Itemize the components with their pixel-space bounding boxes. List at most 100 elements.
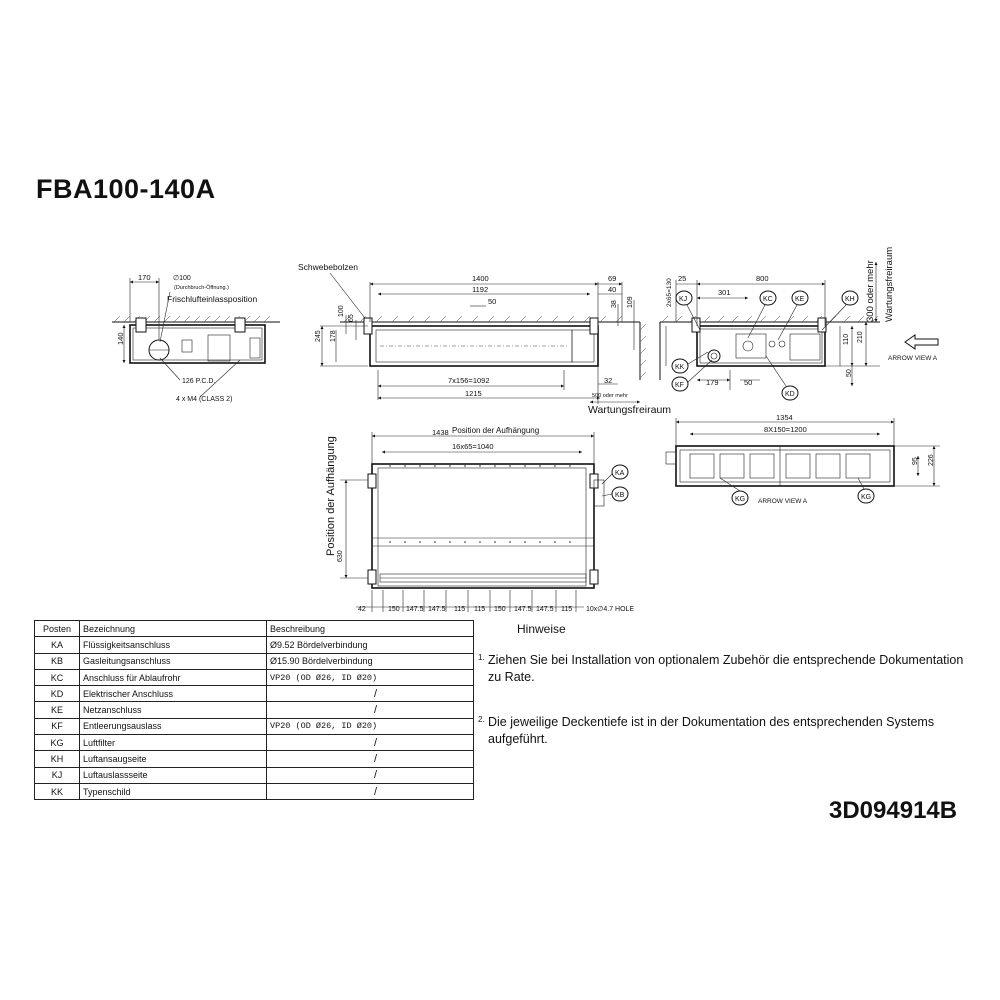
table-row: KA Flüssigkeitsanschluss Ø9.52 Bördelver…: [34, 636, 474, 654]
row-name: Elektrischer Anschluss: [79, 685, 267, 703]
front-view: Schwebebolzen 140: [298, 262, 671, 416]
dim-65: 65: [348, 314, 355, 322]
svg-text:KK: KK: [675, 364, 685, 371]
wartungsfreiraum-vertical: Wartungsfreiraum: [884, 247, 895, 322]
position-aufhaengung-horizontal: Position der Aufhängung: [452, 426, 539, 435]
dim-2x65: 2x65=130: [666, 278, 673, 307]
callout-ke: KE: [777, 290, 809, 341]
side-view-right: 25 800 301 2x65=130 110 210 50 179 50 30…: [659, 247, 939, 390]
row-name: Luftauslassseite: [79, 766, 267, 784]
note-number: 1.: [478, 653, 485, 662]
table-row: KD Elektrischer Anschluss /: [34, 685, 474, 703]
dim-1438: 1438: [432, 428, 449, 437]
svg-text:KJ: KJ: [679, 296, 687, 303]
frischluft-label: Frischlufteinlassposition: [167, 294, 258, 304]
row-code: KB: [34, 652, 80, 670]
row-code: KG: [34, 734, 80, 752]
table-row: KE Netzanschluss /: [34, 701, 474, 719]
schwebebolzen-label: Schwebebolzen: [298, 262, 358, 272]
table-row: KF Entleerungsauslass VP20 (OD Ø26, ID Ø…: [34, 717, 474, 736]
note-2: 2. Die jeweilige Deckentiefe ist in der …: [478, 714, 968, 748]
arrow-view-a-bottom-label: ARROW VIEW A: [758, 498, 808, 505]
row-name: Anschluss für Ablaufrohr: [79, 668, 267, 687]
durchbruch-label: (Durchbruch-Öffnung.): [174, 284, 229, 291]
callout-kh: KH: [821, 290, 859, 331]
dim-1400: 1400: [472, 274, 489, 283]
callouts: KJ KC KE KH KK KF KD: [601, 290, 875, 506]
svg-text:KE: KE: [795, 296, 805, 303]
dim-210: 210: [857, 331, 864, 343]
row-name: Typenschild: [79, 782, 267, 801]
dim-301: 301: [718, 288, 731, 297]
row-desc: /: [266, 685, 474, 703]
svg-text:KC: KC: [763, 296, 773, 303]
row-code: KJ: [34, 766, 80, 784]
diameter-100: ∅100: [173, 275, 191, 282]
bottom-dim: 147.5: [406, 606, 424, 613]
dim-226: 226: [928, 454, 935, 466]
dim-50b: 50: [846, 369, 853, 377]
dim-178: 178: [330, 330, 337, 342]
row-desc: /: [266, 701, 474, 719]
side-view-left: 170 140 ∅100 (Durchbruch-Öffnung.) Frisc…: [112, 273, 280, 403]
row-code: KD: [34, 685, 80, 703]
table-row: KK Typenschild /: [34, 782, 474, 801]
notes-title: Hinweise: [517, 622, 566, 636]
callout-kk: KK: [671, 351, 709, 374]
dim-100: 100: [338, 305, 345, 317]
dim-1215: 1215: [465, 389, 482, 398]
dim-109: 109: [627, 296, 634, 308]
callout-kc: KC: [747, 290, 777, 339]
dim-800: 800: [756, 274, 769, 283]
row-desc: /: [266, 750, 474, 768]
dim-140: 140: [116, 332, 125, 345]
pcd-label: 126 P.C.D.: [182, 378, 215, 385]
callout-kj: KJ: [675, 290, 701, 331]
bottom-dim: 115: [454, 606, 465, 613]
parts-table: Posten Bezeichnung Beschreibung KA Flüss…: [34, 619, 474, 801]
arrow-view-a: 1354 8X150=1200 95 226 ARROW VIEW A: [665, 413, 940, 505]
dim-1192: 1192: [472, 285, 488, 294]
bottom-dim-row: 42 150 147.5 147.5 115 115 150 147.5 147…: [358, 606, 572, 613]
callout-kg-right: KG: [857, 477, 875, 504]
row-name: Flüssigkeitsanschluss: [79, 636, 267, 654]
svg-text:KG: KG: [861, 494, 871, 501]
dim-95: 95: [912, 457, 919, 465]
dim-16x65: 16x65=1040: [452, 442, 494, 451]
row-desc: VP20 (OD Ø26, ID Ø20): [266, 717, 474, 736]
dim-8x150: 8X150=1200: [764, 425, 807, 434]
bottom-dim: 147.5: [428, 606, 446, 613]
row-desc: Ø9.52 Bördelverbindung: [266, 636, 474, 654]
dim-7x156: 7x156=1092: [448, 376, 490, 385]
dim-38: 38: [611, 300, 618, 308]
dim-25: 25: [678, 274, 686, 283]
row-name: Entleerungsauslass: [79, 717, 267, 736]
hole-label: 10x∅4.7 HOLE: [586, 606, 634, 613]
callout-kf: KF: [671, 359, 713, 392]
document-number: 3D094914B: [829, 797, 958, 824]
note-1: 1. Ziehen Sie bei Installation von optio…: [478, 652, 968, 686]
dim-179: 179: [706, 378, 719, 387]
callout-kb: KB: [601, 486, 629, 502]
table-row: KG Luftfilter /: [34, 734, 474, 752]
row-code: KK: [34, 782, 80, 801]
table-header-row: Posten Bezeichnung Beschreibung: [34, 619, 474, 638]
table-row: KC Anschluss für Ablaufrohr VP20 (OD Ø26…: [34, 668, 474, 687]
dim-245: 245: [315, 330, 322, 342]
bottom-view: 1438 Position der Aufhängung 16x65=1040 …: [325, 426, 634, 613]
dim-32: 32: [604, 376, 612, 385]
bottom-dim: 150: [388, 606, 400, 613]
drawing-title: FBA100-140A: [36, 174, 216, 204]
row-code: KE: [34, 701, 80, 719]
svg-text:KB: KB: [615, 492, 625, 499]
table-row: KB Gasleitungsanschluss Ø15.90 Bördelver…: [34, 652, 474, 670]
dim-110: 110: [843, 334, 850, 345]
note-text: Ziehen Sie bei Installation von optional…: [488, 653, 964, 684]
svg-text:KH: KH: [845, 296, 855, 303]
note-text: Die jeweilige Deckentiefe ist in der Dok…: [488, 715, 935, 746]
dim-50c: 50: [744, 378, 752, 387]
table-row: KH Luftansaugseite /: [34, 750, 474, 768]
table-row: KJ Luftauslassseite /: [34, 766, 474, 784]
header-bezeichnung: Bezeichnung: [79, 619, 267, 638]
row-name: Gasleitungsanschluss: [79, 652, 267, 670]
